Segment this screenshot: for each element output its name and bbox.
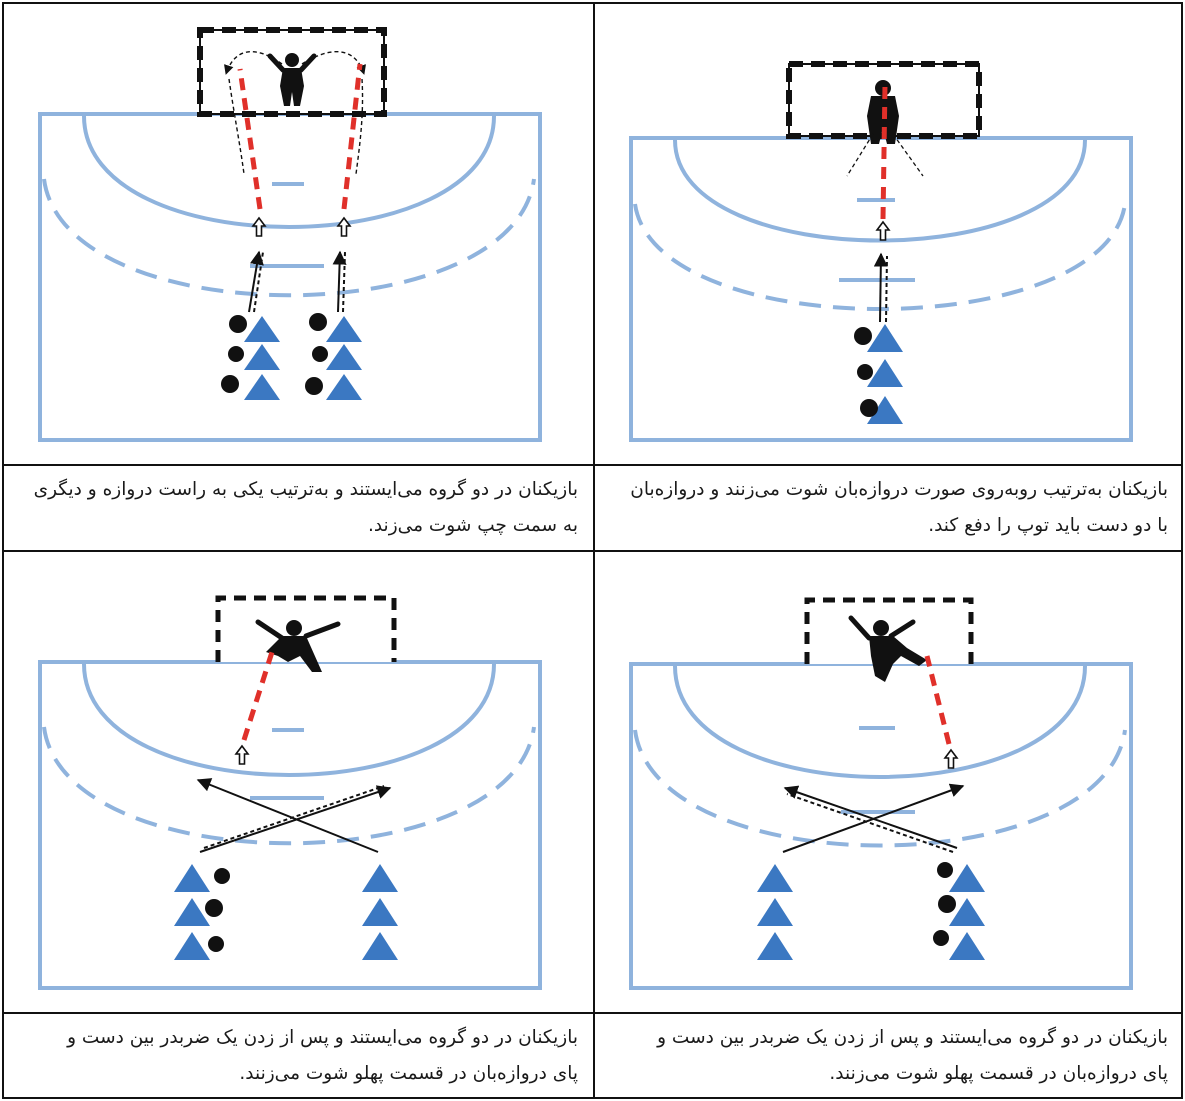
diagram-cross-shot-left (4, 552, 593, 1012)
balls (205, 868, 230, 952)
player-cones (757, 864, 985, 960)
shot-line (880, 83, 888, 220)
caption-line-1: بازیکنان در دو گروه می‌ایستند و پس از زد… (657, 1027, 1168, 1048)
goal-area-line (673, 665, 1087, 779)
diagram-cross-shot-right (595, 552, 1184, 1012)
balls (933, 862, 956, 946)
caption-line-2: پای دروازه‌بان در قسمت پهلو شوت می‌زنند. (239, 1063, 578, 1084)
goal-area-line (82, 115, 496, 229)
table-divider-1 (2, 464, 1183, 466)
keeper-reach-paths (224, 50, 366, 175)
court (38, 112, 542, 442)
caption-line-2: به سمت چپ شوت می‌زند. (367, 515, 578, 536)
caption-corner-shots: بازیکنان در دو گروه می‌ایستند و به‌ترتیب… (10, 466, 585, 550)
free-throw-line (633, 729, 1127, 848)
court-outline (629, 662, 1133, 990)
shot-arrow (944, 749, 958, 769)
court-outline (38, 660, 542, 990)
goal-area-line (82, 663, 496, 777)
caption-line-1: بازیکنان در دو گروه می‌ایستند و پس از زد… (67, 1027, 578, 1048)
shot-line-right (341, 63, 363, 210)
caption-cross-shot-left: بازیکنان در دو گروه می‌ایستند و پس از زد… (10, 1014, 585, 1098)
run-lines (873, 252, 888, 323)
shot-line-left (237, 68, 263, 210)
goal (804, 597, 974, 664)
court (629, 662, 1133, 990)
player-cones (867, 324, 903, 424)
shot-paths (237, 63, 363, 210)
goalkeeper-figure (255, 619, 341, 672)
keeper-reach-paths (846, 133, 924, 177)
caption-line-1: بازیکنان در دو گروه می‌ایستند و به‌ترتیب… (33, 479, 578, 500)
player-cones (174, 864, 398, 960)
shot-arrow (235, 745, 249, 765)
cross-run-lines (196, 778, 392, 853)
shot-line (924, 655, 952, 745)
diagram-corner-shots (4, 4, 593, 464)
caption-line-1: بازیکنان به‌ترتیب روبه‌روی صورت دروازه‌ب… (630, 479, 1168, 500)
free-throw-line (42, 726, 536, 846)
table-border-bottom (2, 1097, 1183, 1099)
table-divider-2 (2, 550, 1183, 552)
table-border-top (2, 2, 1183, 4)
caption-line-2: پای دروازه‌بان در قسمت پهلو شوت می‌زنند. (829, 1063, 1168, 1084)
caption-line-2: با دو دست باید توپ را دفع کند. (928, 515, 1168, 536)
cross-run-lines (782, 783, 965, 853)
goal (215, 595, 397, 662)
shot-line (241, 651, 275, 741)
shot-arrow-right (337, 217, 351, 237)
diagram-face-shots (595, 4, 1184, 464)
goalkeeper-figure (848, 615, 927, 682)
free-throw-line (42, 178, 536, 298)
balls (221, 313, 328, 395)
court-outline (38, 112, 542, 442)
run-lines (248, 250, 347, 313)
balls (854, 327, 878, 417)
player-cones (244, 316, 362, 400)
caption-cross-shot-right: بازیکنان در دو گروه می‌ایستند و پس از زد… (600, 1014, 1175, 1098)
caption-face-shots: بازیکنان به‌ترتیب روبه‌روی صورت دروازه‌ب… (600, 466, 1175, 550)
table-divider-3 (2, 1012, 1183, 1014)
shot-arrow (876, 221, 890, 241)
court (38, 660, 542, 990)
